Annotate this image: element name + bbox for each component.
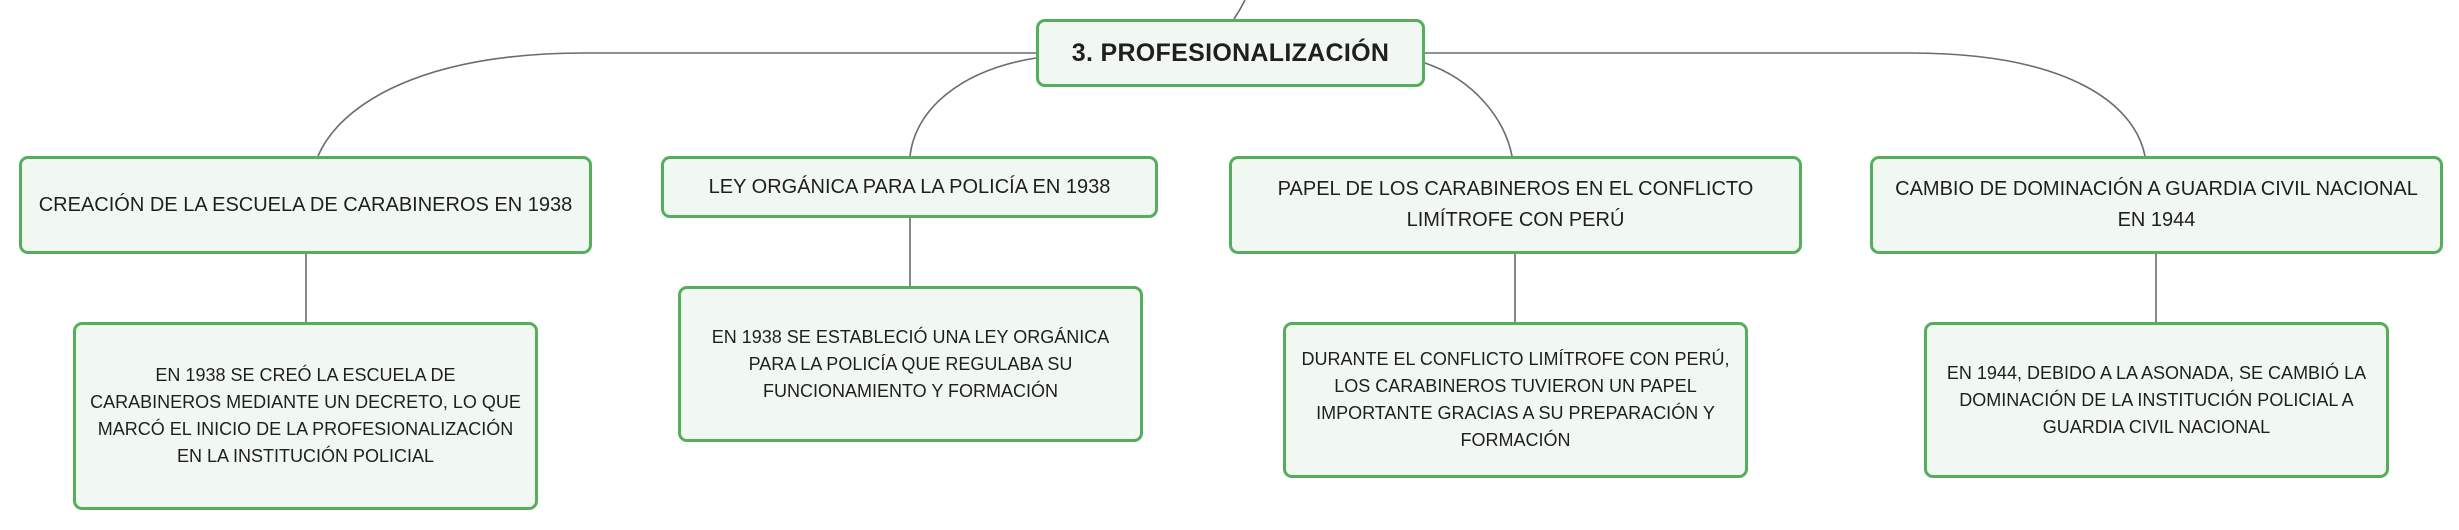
detail-conflicto-limitrofe[interactable]: DURANTE EL CONFLICTO LIMÍTROFE CON PERÚ,… bbox=[1283, 322, 1748, 478]
topic-escuela-carabineros[interactable]: CREACIÓN DE LA ESCUELA DE CARABINEROS EN… bbox=[19, 156, 592, 254]
root-topic-label: 3. PROFESIONALIZACIÓN bbox=[1071, 38, 1390, 67]
detail-text: EN 1938 SE CREÓ LA ESCUELA DE CARABINERO… bbox=[90, 365, 521, 466]
detail-text: EN 1944, DEBIDO A LA ASONADA, SE CAMBIÓ … bbox=[1946, 362, 2367, 437]
topic-label: LEY ORGÁNICA PARA LA POLICÍA EN 1938 bbox=[708, 175, 1111, 198]
topic-label: CAMBIO DE DOMINACIÓN A GUARDIA CIVIL NAC… bbox=[1895, 178, 2418, 231]
connector-root-to-topic-4 bbox=[1425, 52, 2146, 157]
topic-label: CREACIÓN DE LA ESCUELA DE CARABINEROS EN… bbox=[38, 193, 573, 216]
connector-root-to-topic-3 bbox=[1424, 62, 1513, 157]
connector-parent-to-root bbox=[1233, 0, 1246, 20]
topic-label: PAPEL DE LOS CARABINEROS EN EL CONFLICTO… bbox=[1277, 178, 1754, 231]
detail-ley-organica[interactable]: EN 1938 SE ESTABLECIÓ UNA LEY ORGÁNICA P… bbox=[678, 286, 1143, 442]
topic-conflicto-limitrofe[interactable]: PAPEL DE LOS CARABINEROS EN EL CONFLICTO… bbox=[1229, 156, 1802, 254]
connector-root-to-topic-2 bbox=[909, 57, 1037, 157]
topic-guardia-civil[interactable]: CAMBIO DE DOMINACIÓN A GUARDIA CIVIL NAC… bbox=[1870, 156, 2443, 254]
connector-root-to-topic-1 bbox=[317, 52, 1036, 157]
root-topic-profesionalizacion[interactable]: 3. PROFESIONALIZACIÓN bbox=[1036, 19, 1425, 87]
detail-escuela-carabineros[interactable]: EN 1938 SE CREÓ LA ESCUELA DE CARABINERO… bbox=[73, 322, 538, 510]
detail-guardia-civil[interactable]: EN 1944, DEBIDO A LA ASONADA, SE CAMBIÓ … bbox=[1924, 322, 2389, 478]
detail-text: DURANTE EL CONFLICTO LIMÍTROFE CON PERÚ,… bbox=[1301, 349, 1730, 450]
detail-text: EN 1938 SE ESTABLECIÓ UNA LEY ORGÁNICA P… bbox=[711, 326, 1110, 401]
topic-ley-organica[interactable]: LEY ORGÁNICA PARA LA POLICÍA EN 1938 bbox=[661, 156, 1158, 218]
